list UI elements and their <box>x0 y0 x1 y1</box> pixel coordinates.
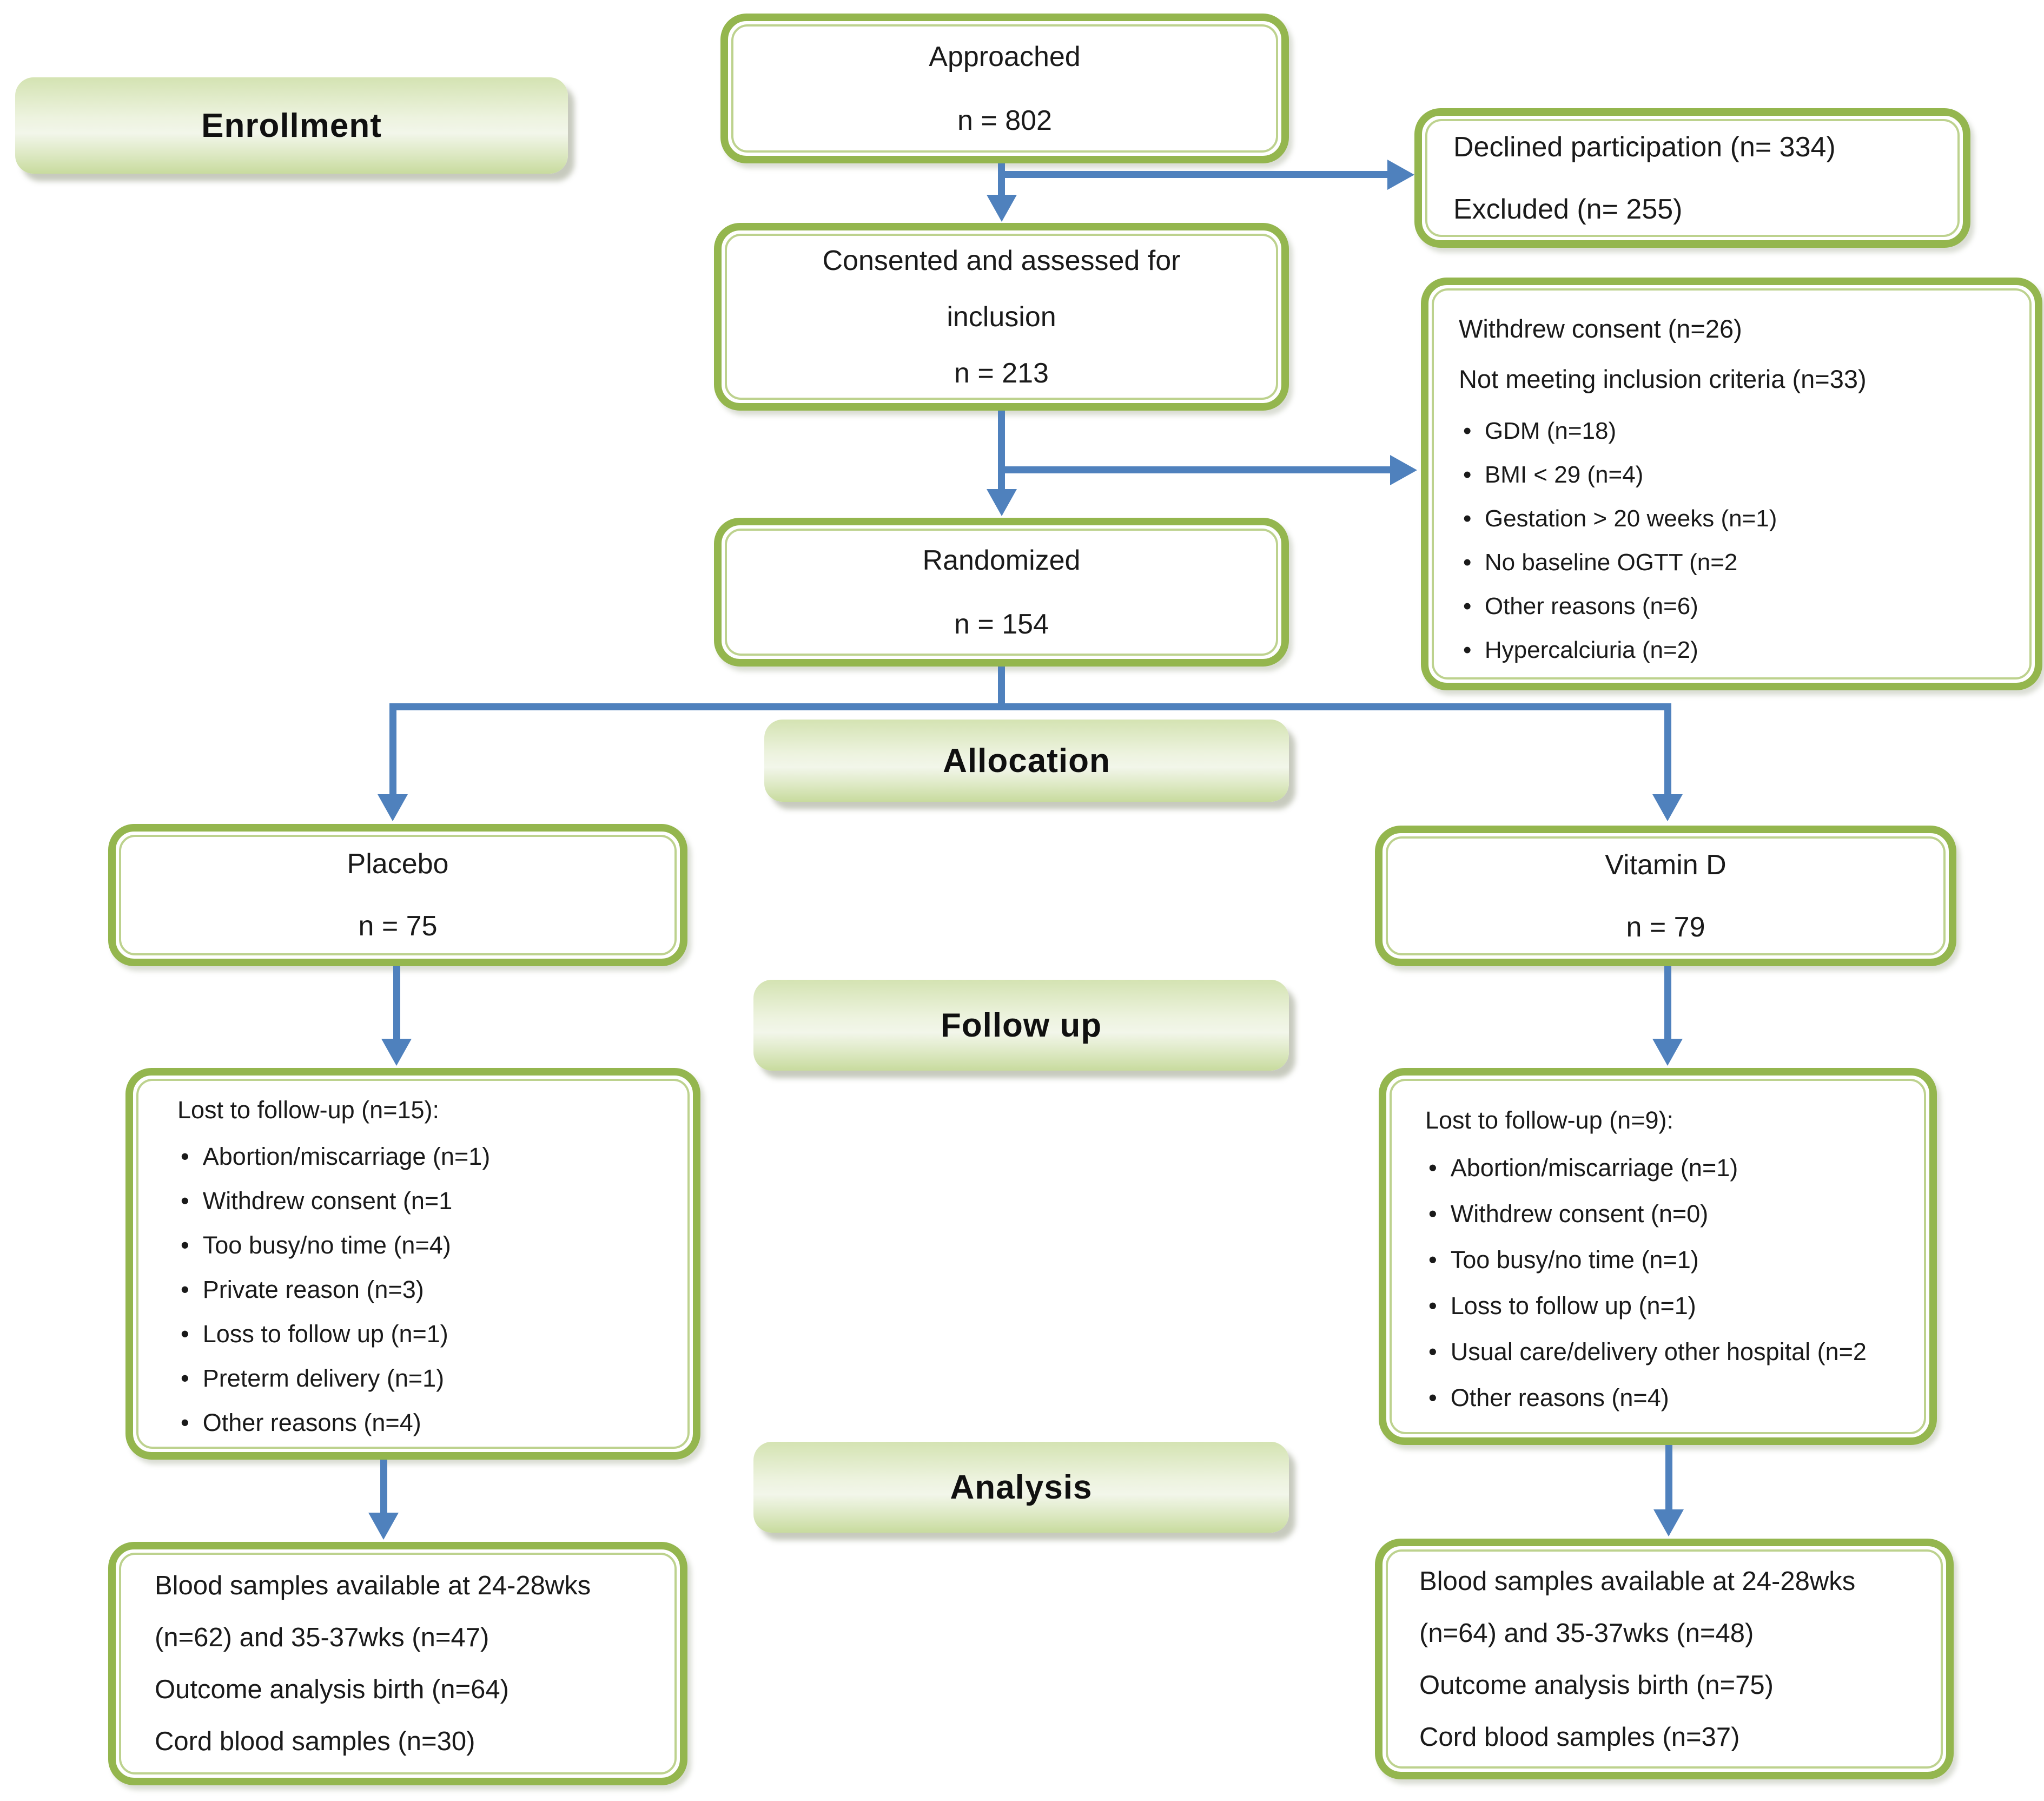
withdrew-bullet: No baseline OGTT (n=2 <box>1463 549 2020 576</box>
arrow-approached-declined-line <box>998 171 1388 178</box>
arrow-split-placebo-line <box>389 703 396 795</box>
lost-placebo-bullet: Abortion/miscarriage (n=1) <box>181 1143 682 1171</box>
arrow-lost-analysis-placebo-head <box>368 1513 399 1540</box>
withdrew-bullet: GDM (n=18) <box>1463 418 2020 445</box>
withdrew-bullet: Hypercalciuria (n=2) <box>1463 637 2020 664</box>
phase-label-analysis: Analysis <box>753 1442 1289 1533</box>
arrow-randomized-split-stem <box>998 667 1005 710</box>
vitamin-d-line-2: n = 79 <box>1626 911 1705 943</box>
analysis-vitamin-d-line: Cord blood samples (n=37) <box>1419 1722 1740 1752</box>
arrow-approached-consented-line <box>998 163 1005 197</box>
declined-line-2: Excluded (n= 255) <box>1453 193 1683 225</box>
approached-line-2: n = 802 <box>957 104 1052 136</box>
withdrew-bullet: BMI < 29 (n=4) <box>1463 461 2020 489</box>
phase-label-follow-up: Follow up <box>753 980 1289 1071</box>
arrow-approached-consented-head <box>987 195 1017 222</box>
lost-placebo-bullet: Too busy/no time (n=4) <box>181 1231 682 1259</box>
consented-line-1: Consented and assessed for <box>822 245 1181 276</box>
lost-placebo-bullet: Other reasons (n=4) <box>181 1409 682 1437</box>
box-analysis-vitamin-d: Blood samples available at 24-28wks (n=6… <box>1375 1539 1954 1779</box>
arrow-approached-declined-head <box>1387 160 1414 190</box>
box-lost-placebo: Lost to follow-up (n=15): Abortion/misca… <box>125 1068 700 1460</box>
arrow-placebo-lost-head <box>381 1039 412 1066</box>
randomized-line-1: Randomized <box>922 544 1081 576</box>
lost-vitamin-d-bullet: Usual care/delivery other hospital (n=2 <box>1428 1338 1922 1366</box>
withdrew-title-1: Withdrew consent (n=26) <box>1459 314 1742 343</box>
analysis-label-text: Analysis <box>950 1468 1093 1506</box>
lost-vitamin-d-bullet: Loss to follow up (n=1) <box>1428 1292 1922 1320</box>
lost-placebo-bullet: Loss to follow up (n=1) <box>181 1320 682 1348</box>
arrow-split-placebo-head <box>378 794 408 821</box>
box-randomized: Randomized n = 154 <box>714 518 1289 667</box>
lost-vitamin-d-bullet: Other reasons (n=4) <box>1428 1384 1922 1412</box>
arrow-consented-withdrew-line <box>998 466 1391 473</box>
box-lost-vitamin-d: Lost to follow-up (n=9): Abortion/miscar… <box>1379 1068 1937 1445</box>
lost-vitamin-d-bullet: Abortion/miscarriage (n=1) <box>1428 1154 1922 1182</box>
placebo-line-1: Placebo <box>347 848 449 880</box>
consented-line-2: inclusion <box>947 301 1056 333</box>
arrow-split-horizontal-line <box>389 703 1671 710</box>
analysis-placebo-line: Outcome analysis birth (n=64) <box>155 1675 509 1704</box>
analysis-vitamin-d-line: Outcome analysis birth (n=75) <box>1419 1670 1774 1700</box>
lost-vitamin-d-title: Lost to follow-up (n=9): <box>1425 1106 1673 1134</box>
lost-vitamin-d-bullet: Withdrew consent (n=0) <box>1428 1200 1922 1228</box>
lost-vitamin-d-bullet: Too busy/no time (n=1) <box>1428 1246 1922 1274</box>
arrow-consented-randomized-head <box>987 489 1017 516</box>
box-placebo: Placebo n = 75 <box>108 824 687 966</box>
approached-line-1: Approached <box>929 41 1081 72</box>
box-declined: Declined participation (n= 334) Excluded… <box>1414 108 1970 248</box>
lost-vitamin-d-bullet-list: Abortion/miscarriage (n=1) Withdrew cons… <box>1425 1154 1922 1412</box>
arrow-lost-analysis-placebo-line <box>380 1460 387 1513</box>
lost-placebo-title: Lost to follow-up (n=15): <box>177 1096 440 1124</box>
lost-placebo-bullet: Preterm delivery (n=1) <box>181 1364 682 1393</box>
consented-line-3: n = 213 <box>954 357 1049 389</box>
vitamin-d-line-1: Vitamin D <box>1605 849 1727 881</box>
analysis-placebo-line: (n=62) and 35-37wks (n=47) <box>155 1623 489 1652</box>
arrow-consented-randomized-line <box>998 411 1005 489</box>
phase-label-enrollment: Enrollment <box>15 77 568 174</box>
lost-placebo-bullet: Withdrew consent (n=1 <box>181 1187 682 1215</box>
box-vitamin-d: Vitamin D n = 79 <box>1375 826 1956 966</box>
arrow-vitamin-d-lost-head <box>1652 1039 1683 1066</box>
arrow-lost-analysis-vitamin-d-head <box>1653 1509 1684 1536</box>
withdrew-title-2: Not meeting inclusion criteria (n=33) <box>1459 365 1867 393</box>
box-approached: Approached n = 802 <box>720 14 1289 163</box>
lost-placebo-bullet: Private reason (n=3) <box>181 1276 682 1304</box>
arrow-consented-withdrew-head <box>1390 455 1417 485</box>
analysis-vitamin-d-line: (n=64) and 35-37wks (n=48) <box>1419 1618 1754 1648</box>
box-consented: Consented and assessed for inclusion n =… <box>714 223 1289 411</box>
placebo-line-2: n = 75 <box>358 911 438 942</box>
phase-label-allocation: Allocation <box>764 720 1289 802</box>
arrow-vitamin-d-lost-line <box>1664 966 1671 1039</box>
arrow-split-vitamin-d-line <box>1664 703 1671 795</box>
withdrew-bullet: Gestation > 20 weeks (n=1) <box>1463 505 2020 532</box>
enrollment-label-text: Enrollment <box>201 107 382 144</box>
follow-up-label-text: Follow up <box>940 1006 1102 1044</box>
analysis-placebo-line: Cord blood samples (n=30) <box>155 1727 475 1756</box>
arrow-lost-analysis-vitamin-d-line <box>1665 1445 1672 1509</box>
withdrew-bullet-list: GDM (n=18) BMI < 29 (n=4) Gestation > 20… <box>1459 418 2020 664</box>
box-withdrew: Withdrew consent (n=26) Not meeting incl… <box>1421 278 2042 690</box>
declined-line-1: Declined participation (n= 334) <box>1453 131 1836 163</box>
analysis-placebo-line: Blood samples available at 24-28wks <box>155 1571 591 1600</box>
arrow-split-vitamin-d-head <box>1652 794 1683 821</box>
arrow-placebo-lost-line <box>393 966 400 1039</box>
analysis-vitamin-d-line: Blood samples available at 24-28wks <box>1419 1566 1856 1596</box>
randomized-line-2: n = 154 <box>954 608 1049 640</box>
withdrew-bullet: Other reasons (n=6) <box>1463 593 2020 620</box>
allocation-label-text: Allocation <box>943 742 1110 780</box>
lost-placebo-bullet-list: Abortion/miscarriage (n=1) Withdrew cons… <box>177 1143 682 1437</box>
box-analysis-placebo: Blood samples available at 24-28wks (n=6… <box>108 1542 687 1785</box>
